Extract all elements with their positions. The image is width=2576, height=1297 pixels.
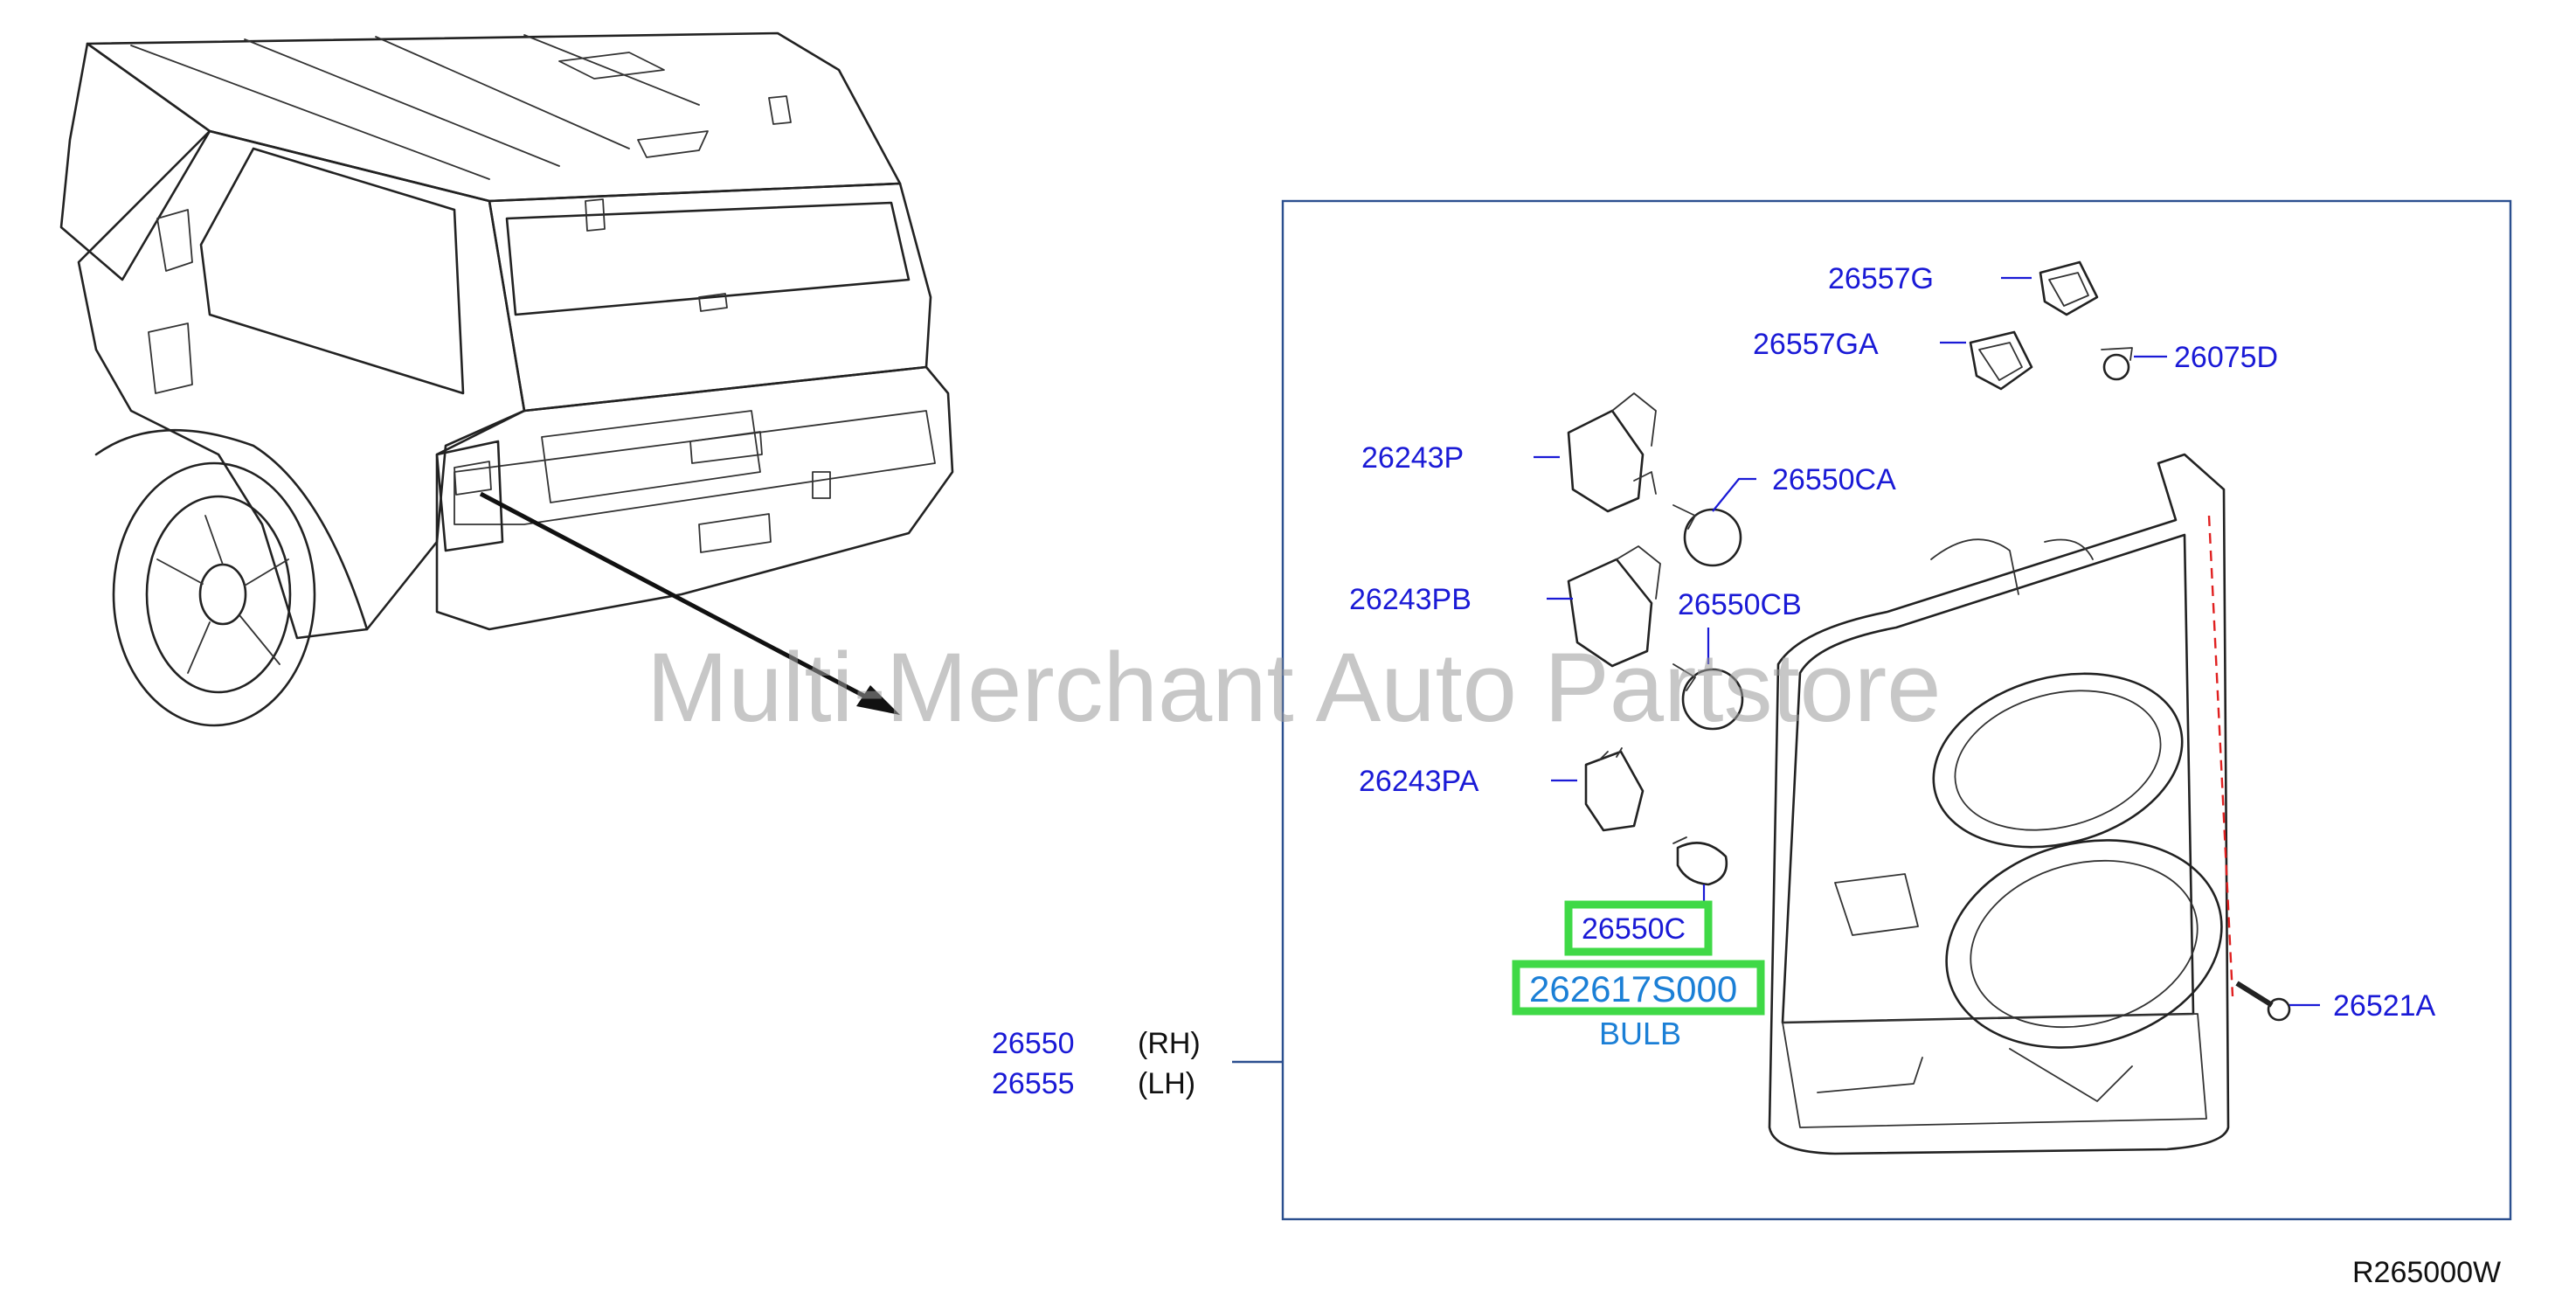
clip-26075d xyxy=(2101,347,2133,381)
socket-26243pb xyxy=(1567,545,1661,668)
highlight-box-part-number xyxy=(1512,960,1765,1016)
label-26550cb[interactable]: 26550CB xyxy=(1678,588,1802,621)
grommet-26557g xyxy=(2039,260,2099,316)
label-26550c[interactable]: 26550C xyxy=(1582,912,1686,946)
label-26243pa[interactable]: 26243PA xyxy=(1359,765,1479,798)
part-description: BULB xyxy=(1599,1016,1681,1051)
label-lh: (LH) xyxy=(1138,1067,1195,1100)
highlighted-part-number[interactable]: 262617S000 xyxy=(1529,968,1737,1009)
socket-26243p xyxy=(1567,392,1657,513)
socket-26243pa xyxy=(1584,747,1645,832)
label-rh: (RH) xyxy=(1138,1027,1201,1060)
label-26521a[interactable]: 26521A xyxy=(2333,989,2436,1023)
exploded-view-frame xyxy=(1281,199,2512,1221)
label-26243p[interactable]: 26243P xyxy=(1361,441,1464,475)
vehicle-illustration xyxy=(59,31,954,727)
label-26075d[interactable]: 26075D xyxy=(2174,341,2278,374)
label-26557g[interactable]: 26557G xyxy=(1828,262,1934,295)
bulb-26550cb xyxy=(1672,663,1744,731)
tail-lamp-assembly xyxy=(1768,453,2234,1155)
label-26557ga[interactable]: 26557GA xyxy=(1753,328,1879,361)
bulb-26550ca xyxy=(1672,504,1742,567)
label-26550ca[interactable]: 26550CA xyxy=(1772,463,1896,496)
label-26243pb[interactable]: 26243PB xyxy=(1349,583,1472,616)
screw-26521a xyxy=(2235,981,2291,1022)
highlight-box-26550c xyxy=(1564,900,1713,956)
label-26555[interactable]: 26555 xyxy=(992,1067,1075,1100)
bulb-26550c xyxy=(1672,836,1728,886)
arrow-head-icon xyxy=(856,685,900,715)
grommet-26557ga xyxy=(1969,330,2033,391)
diagram-code: R265000W xyxy=(2352,1256,2501,1289)
watermark: Multi-Merchant Auto Partstore xyxy=(647,633,1941,742)
label-26550[interactable]: 26550 xyxy=(992,1027,1075,1060)
